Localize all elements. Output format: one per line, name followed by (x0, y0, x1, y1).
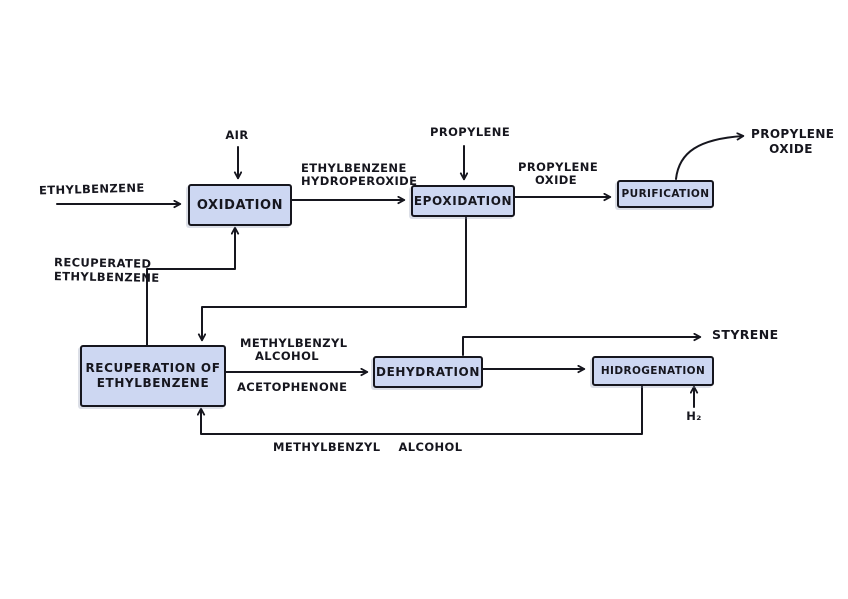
recuperated-ethylbenzene-label: RECUPERATED ETHYLBENZENE (54, 255, 160, 285)
node-hidrogenation-label: HIDROGENATION (600, 364, 706, 377)
node-recuperation: RECUPERATION OF ETHYLBENZENE (80, 345, 226, 407)
propylene-oxide-product-label: PROPYLENE OXIDE (751, 127, 835, 157)
mba-recycle-word2: ALCOHOL (398, 440, 463, 454)
propylene-feed-label: PROPYLENE (430, 125, 511, 139)
methylbenzyl-alcohol-label: METHYLBENZYL ALCOHOL (240, 336, 348, 363)
methylbenzyl-alcohol-line1: METHYLBENZYL (240, 336, 348, 350)
node-hidrogenation: HIDROGENATION (592, 356, 714, 386)
ethylbenzene-feed-label: ETHYLBENZENE (38, 180, 145, 198)
ethylbenzene-hydroperoxide-line1: ETHYLBENZENE (301, 161, 407, 175)
ethylbenzene-hydroperoxide-line2: HYDROPEROXIDE (301, 174, 418, 188)
acetophenone-label: ACETOPHENONE (237, 380, 348, 394)
h2-label: H₂ (686, 409, 702, 423)
arrow-hidrogenation-to-recuperation (201, 382, 643, 435)
node-recuperation-label-line1: RECUPERATION OF (85, 361, 221, 375)
styrene-label: STYRENE (712, 327, 779, 342)
air-label: AIR (225, 128, 249, 142)
node-purification: PURIFICATION (617, 180, 714, 208)
arrow-recuperated-eb-to-oxidation (146, 228, 235, 346)
node-epoxidation-label: EPOXIDATION (413, 193, 513, 208)
arrow-epoxidation-to-recuperation (202, 213, 467, 340)
node-dehydration-label: DEHYDRATION (376, 364, 480, 379)
node-recuperation-label-line2: ETHYLBENZENE (96, 376, 210, 390)
propylene-oxide-mid-line1: PROPYLENE (518, 160, 599, 174)
node-oxidation-label: OXIDATION (196, 197, 284, 213)
propylene-oxide-product-line2: OXIDE (769, 142, 813, 156)
propylene-oxide-mid-label: PROPYLENE OXIDE (518, 160, 599, 187)
node-oxidation: OXIDATION (188, 184, 292, 226)
mba-recycle-word1: METHYLBENZYL (273, 440, 381, 454)
arrow-dehydration-to-styrene (462, 337, 700, 356)
node-dehydration: DEHYDRATION (373, 356, 483, 388)
arrow-purification-to-propylene-oxide (675, 136, 743, 180)
ethylbenzene-hydroperoxide-label: ETHYLBENZENE HYDROPEROXIDE (301, 162, 417, 188)
methylbenzyl-alcohol-recycle-label: METHYLBENZYL ALCOHOL (273, 441, 462, 454)
node-purification-label: PURIFICATION (621, 187, 710, 200)
recuperated-line2: ETHYLBENZENE (53, 269, 160, 285)
methylbenzyl-alcohol-line2: ALCOHOL (255, 349, 319, 363)
propylene-oxide-mid-line2: OXIDE (535, 173, 577, 187)
propylene-oxide-product-line1: PROPYLENE (751, 127, 835, 141)
node-epoxidation: EPOXIDATION (411, 185, 515, 217)
